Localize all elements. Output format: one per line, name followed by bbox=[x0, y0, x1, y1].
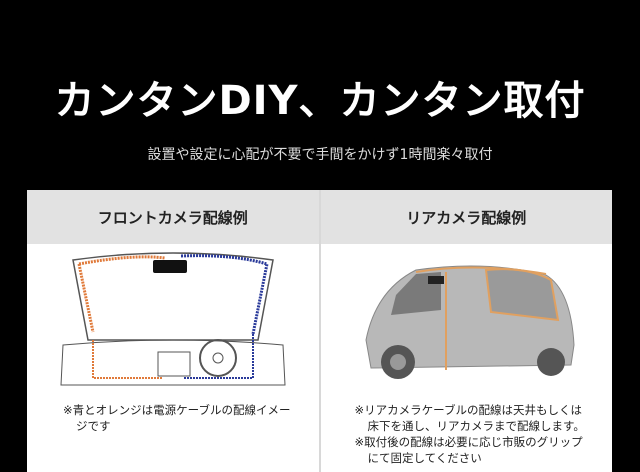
rear-camera-section: リアカメラ配線例 ※リアカメラケーブルの配線は天井もしくは 床下を通し、リアカメ… bbox=[318, 190, 613, 472]
note-line: ※取付後の配線は必要に応じ市販のグリップ bbox=[354, 435, 583, 449]
note-line: ※リアカメラケーブルの配線は天井もしくは bbox=[354, 403, 582, 417]
front-wiring-diagram bbox=[27, 250, 319, 390]
rear-camera-heading: リアカメラ配線例 bbox=[320, 190, 612, 244]
wiring-panel: フロントカメラ配線例 ※青とオレンジは電源ケーブルの配線イメー ジです リアカメ… bbox=[27, 190, 612, 472]
note-line: ジです bbox=[76, 419, 111, 433]
note-line: 床下を通し、リアカメラまで配線します。 bbox=[367, 419, 585, 433]
page-title: カンタンDIY、カンタン取付 bbox=[54, 78, 586, 124]
page-subtitle: 設置や設定に心配が不要で手間をかけず1時間楽々取付 bbox=[147, 147, 493, 163]
note-line: にて固定してください bbox=[367, 451, 482, 465]
front-camera-heading: フロントカメラ配線例 bbox=[27, 190, 319, 244]
rear-camera-note: ※リアカメラケーブルの配線は天井もしくは 床下を通し、リアカメラまで配線します。… bbox=[355, 402, 585, 466]
front-camera-note: ※青とオレンジは電源ケーブルの配線イメー ジです bbox=[63, 402, 290, 434]
note-line: ※青とオレンジは電源ケーブルの配線イメー bbox=[63, 403, 291, 417]
front-camera-section: フロントカメラ配線例 ※青とオレンジは電源ケーブルの配線イメー ジです bbox=[27, 190, 319, 472]
rear-car-illustration bbox=[321, 250, 613, 390]
